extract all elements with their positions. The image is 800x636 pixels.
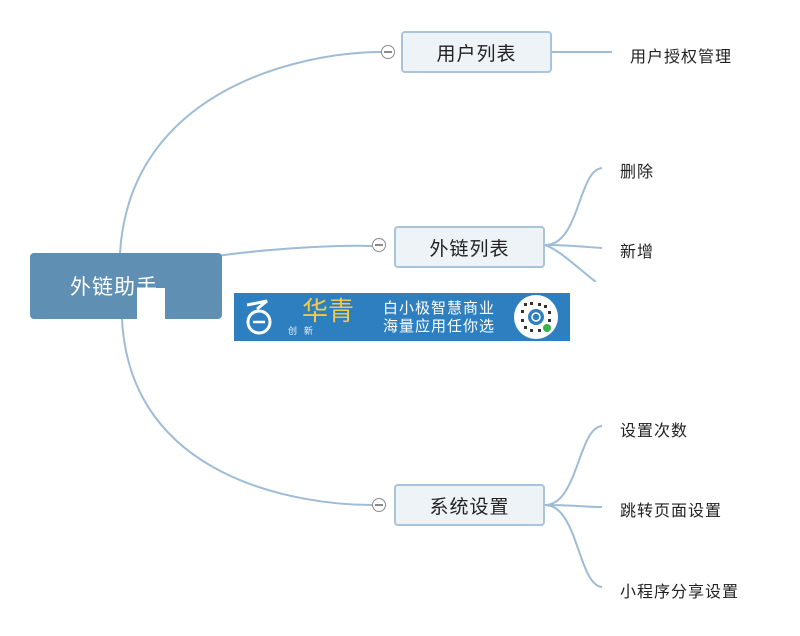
ad-brand-text: 华青 [302,297,355,327]
root-node[interactable]: 外链助手 [30,253,222,319]
branch-label: 用户列表 [436,42,517,65]
brand-logo-icon [234,293,284,341]
leaf-node[interactable]: 新增 [620,242,655,261]
collapse-toggle-icon[interactable] [381,45,395,59]
ad-slogan-line-2: 海量应用任你选 [382,317,495,335]
connector-link-list-leaf-1 [544,167,603,246]
leaf-node[interactable]: 设置次数 [620,421,689,440]
ad-slogan-line-1: 白小极智慧商业 [382,299,495,317]
ad-banner[interactable]: 华青 创 新 白小极智慧商业 海量应用任你选 [234,293,570,341]
collapse-toggle-icon[interactable] [372,498,386,512]
image-occlusion [137,288,165,319]
branch-label: 外链列表 [429,237,510,260]
leaf-node[interactable]: 用户授权管理 [630,47,733,66]
image-occlusion [578,282,658,328]
connector-link-list-leaf-2 [544,244,603,249]
connector-link-list-leaf-3 [544,244,597,283]
leaf-node[interactable]: 小程序分享设置 [620,582,740,601]
connector-root-system-settings [121,318,373,506]
connector-system-leaf-1 [544,425,603,506]
ad-brand-subtext: 创 新 [288,327,315,337]
collapse-toggle-icon[interactable] [372,238,386,252]
leaf-node[interactable]: 跳转页面设置 [620,501,723,520]
branch-label: 系统设置 [429,495,510,518]
ad-brand-mark: 华青 创 新 [284,293,364,341]
branch-node-link-list[interactable]: 外链列表 [394,226,545,268]
connector-root-link-list [209,244,373,258]
connector-root-user-list [119,51,383,254]
qr-code-icon[interactable] [514,295,558,339]
ad-slogan: 白小极智慧商业 海量应用任你选 [364,299,514,335]
branch-node-system-settings[interactable]: 系统设置 [394,484,545,526]
leaf-node[interactable]: 删除 [620,162,655,181]
branch-node-user-list[interactable]: 用户列表 [401,31,552,73]
connector-system-leaf-3 [544,504,603,588]
